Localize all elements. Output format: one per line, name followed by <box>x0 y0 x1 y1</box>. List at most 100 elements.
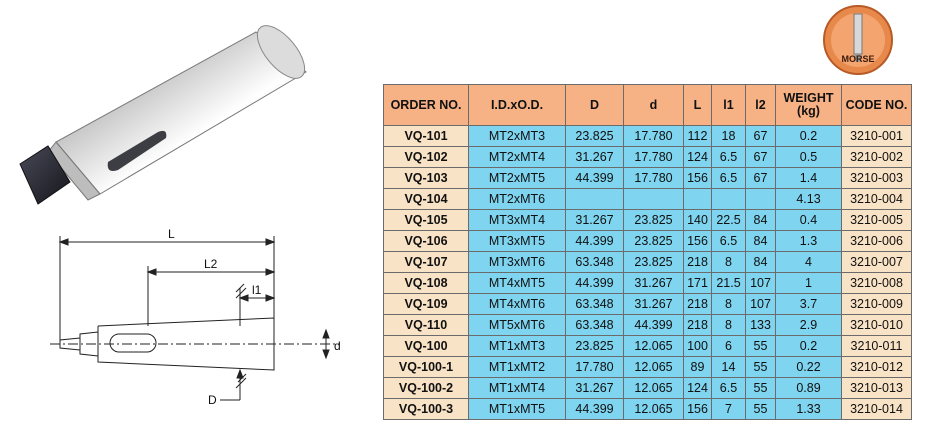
cell-weight: 0.2 <box>775 335 842 357</box>
cell-weight: 3.7 <box>775 293 842 315</box>
cell-d: 23.825 <box>623 251 684 273</box>
cell-order: VQ-100-3 <box>383 398 469 420</box>
cell-id-od: MT2xMT5 <box>468 167 566 189</box>
cell-weight: 4 <box>775 251 842 273</box>
cell-l1: 6 <box>711 335 746 357</box>
cell-L <box>683 188 712 210</box>
cell-id-od: MT3xMT4 <box>468 209 566 231</box>
cell-order: VQ-110 <box>383 314 469 336</box>
cell-l1: 22.5 <box>711 209 746 231</box>
cell-order: VQ-100-1 <box>383 356 469 378</box>
cell-d: 12.065 <box>623 377 684 399</box>
cell-l1: 8 <box>711 293 746 315</box>
cell-d: 17.780 <box>623 167 684 189</box>
dim-D-label: D <box>208 393 217 407</box>
cell-l2: 67 <box>745 167 776 189</box>
cell-id-od: MT3xMT5 <box>468 230 566 252</box>
morse-badge-icon <box>823 5 893 75</box>
cell-order: VQ-102 <box>383 146 469 168</box>
cell-D: 23.825 <box>565 125 624 147</box>
cell-D: 17.780 <box>565 356 624 378</box>
cell-d: 12.065 <box>623 398 684 420</box>
cell-id-od: MT1xMT2 <box>468 356 566 378</box>
cell-code: 3210-004 <box>841 188 912 210</box>
cell-D: 63.348 <box>565 314 624 336</box>
cell-D: 31.267 <box>565 146 624 168</box>
cell-code: 3210-011 <box>841 335 912 357</box>
cell-d: 17.780 <box>623 146 684 168</box>
cell-weight: 1.4 <box>775 167 842 189</box>
cell-d: 23.825 <box>623 230 684 252</box>
dim-L2-label: L2 <box>204 257 218 271</box>
cell-D: 44.399 <box>565 230 624 252</box>
cell-code: 3210-006 <box>841 230 912 252</box>
cell-D: 44.399 <box>565 167 624 189</box>
cell-L: 156 <box>683 230 712 252</box>
product-photo <box>19 25 307 205</box>
cell-order: VQ-100-2 <box>383 377 469 399</box>
cell-l2: 55 <box>745 335 776 357</box>
spec-table: ORDER NO. I.D.xO.D. D d L l1 l2 WEIGHT (… <box>383 84 912 420</box>
cell-l2: 67 <box>745 125 776 147</box>
cell-d: 31.267 <box>623 272 684 294</box>
cell-weight: 0.22 <box>775 356 842 378</box>
cell-L: 171 <box>683 272 712 294</box>
cell-id-od: MT1xMT3 <box>468 335 566 357</box>
cell-l1 <box>711 188 746 210</box>
cell-weight: 4.13 <box>775 188 842 210</box>
cell-l1: 8 <box>711 251 746 273</box>
table-header-row: ORDER NO. I.D.xO.D. D d L l1 l2 WEIGHT (… <box>383 84 912 126</box>
cell-id-od: MT3xMT6 <box>468 251 566 273</box>
cell-code: 3210-014 <box>841 398 912 420</box>
cell-weight: 1.3 <box>775 230 842 252</box>
cell-code: 3210-009 <box>841 293 912 315</box>
dim-l1-label: l1 <box>252 283 262 297</box>
cell-L: 218 <box>683 293 712 315</box>
cell-L: 112 <box>683 125 712 147</box>
cell-order: VQ-109 <box>383 293 469 315</box>
cell-id-od: MT5xMT6 <box>468 314 566 336</box>
cell-code: 3210-012 <box>841 356 912 378</box>
cell-id-od: MT1xMT5 <box>468 398 566 420</box>
cell-id-od: MT4xMT6 <box>468 293 566 315</box>
cell-D: 63.348 <box>565 251 624 273</box>
cell-L: 89 <box>683 356 712 378</box>
cell-L: 124 <box>683 377 712 399</box>
cell-weight: 2.9 <box>775 314 842 336</box>
cell-order: VQ-106 <box>383 230 469 252</box>
cell-id-od: MT2xMT3 <box>468 125 566 147</box>
cell-weight: 1 <box>775 272 842 294</box>
cell-l2: 55 <box>745 356 776 378</box>
header-weight: WEIGHT (kg) <box>775 84 842 126</box>
cell-L: 218 <box>683 251 712 273</box>
cell-weight: 0.4 <box>775 209 842 231</box>
cell-code: 3210-005 <box>841 209 912 231</box>
cell-l1: 21.5 <box>711 272 746 294</box>
cell-D: 31.267 <box>565 209 624 231</box>
cell-weight: 0.89 <box>775 377 842 399</box>
header-l1: l1 <box>711 84 746 126</box>
cell-code: 3210-002 <box>841 146 912 168</box>
cell-d: 12.065 <box>623 356 684 378</box>
dim-d-label: d <box>334 339 341 353</box>
cell-d: 31.267 <box>623 293 684 315</box>
cell-weight: 0.5 <box>775 146 842 168</box>
cell-weight: 1.33 <box>775 398 842 420</box>
cell-l1: 6.5 <box>711 167 746 189</box>
cell-l1: 14 <box>711 356 746 378</box>
cell-code: 3210-007 <box>841 251 912 273</box>
cell-l1: 18 <box>711 125 746 147</box>
cell-code: 3210-013 <box>841 377 912 399</box>
cell-code: 3210-003 <box>841 167 912 189</box>
cell-l2: 84 <box>745 251 776 273</box>
header-d: d <box>623 84 684 126</box>
